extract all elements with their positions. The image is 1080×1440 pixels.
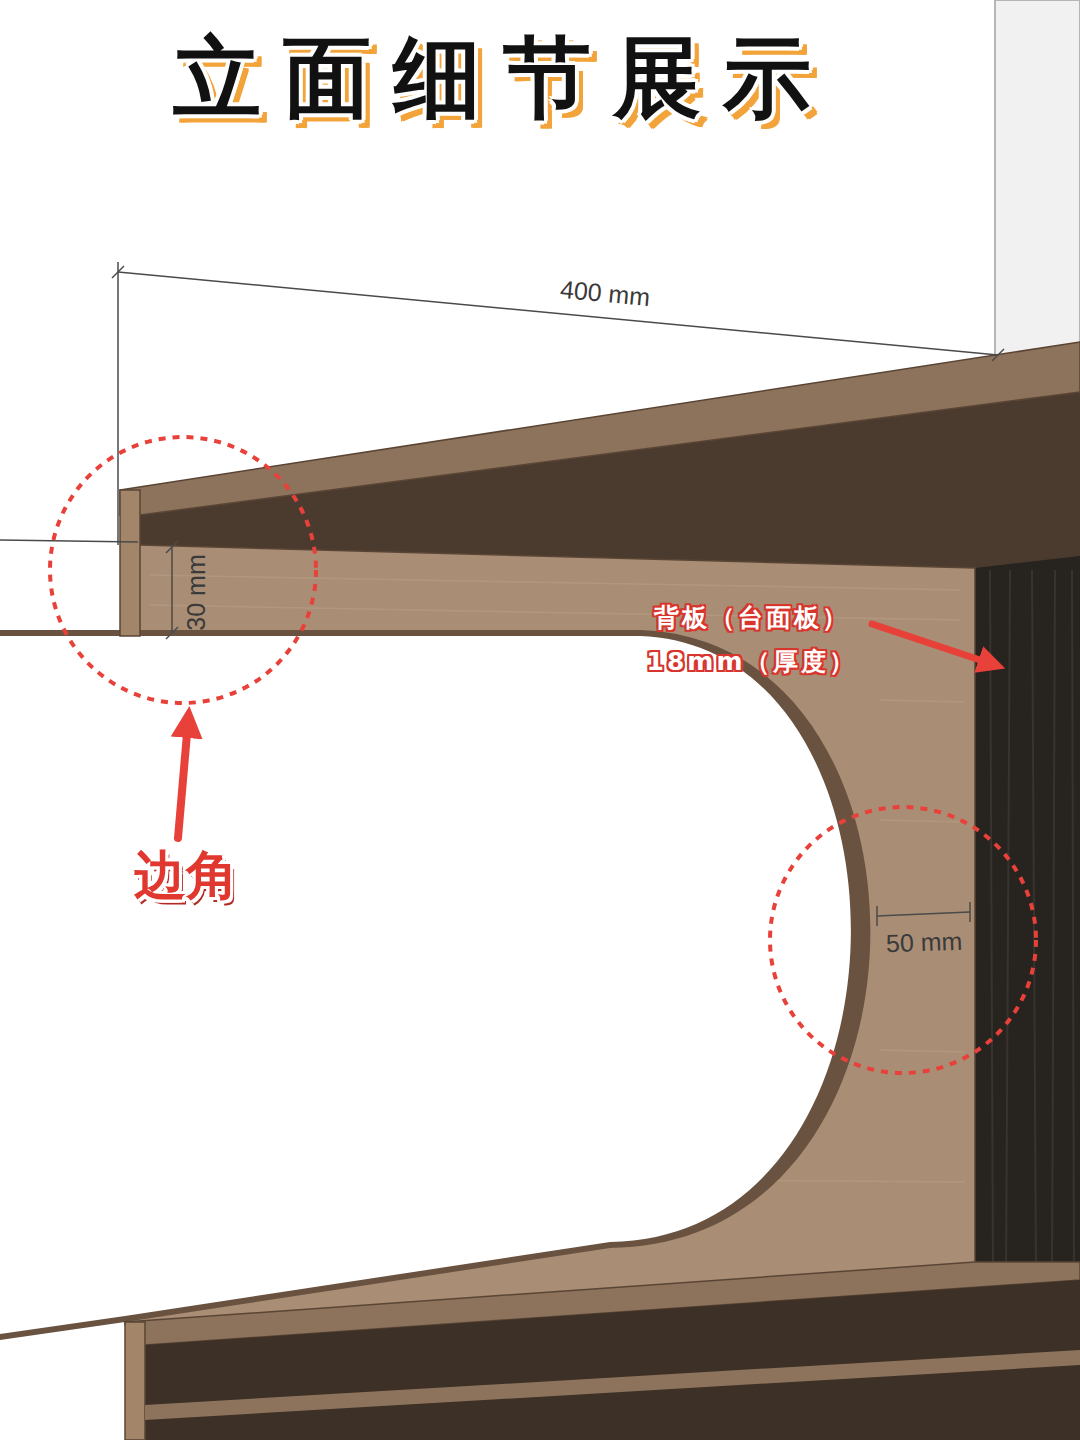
cutout bbox=[0, 636, 851, 1334]
top-board bbox=[120, 342, 1080, 515]
wood-grain bbox=[990, 570, 1074, 1280]
callout-arrow bbox=[872, 624, 992, 664]
annotation-note: 背板（台面板） 18mm（厚度） bbox=[623, 596, 881, 684]
dimension-lines bbox=[0, 262, 1004, 926]
lower-lip-edge bbox=[125, 1322, 145, 1440]
callout-label: 边角 bbox=[134, 847, 238, 904]
page-title: 立面细节展示 bbox=[173, 30, 833, 127]
lower-board-edge bbox=[145, 1350, 1080, 1420]
cutout-edge bbox=[0, 630, 870, 1340]
dimension-label: 30 mm bbox=[184, 554, 209, 630]
lip-edge bbox=[120, 490, 140, 636]
dimension-label: 400 mm bbox=[559, 276, 651, 309]
dimension-label: 50 mm bbox=[885, 928, 962, 956]
callout-circle bbox=[50, 437, 316, 703]
wall bbox=[995, 0, 1080, 356]
lower-board-top bbox=[145, 1280, 1080, 1440]
callout-circle bbox=[770, 807, 1036, 1073]
callout-arrow bbox=[178, 722, 188, 838]
